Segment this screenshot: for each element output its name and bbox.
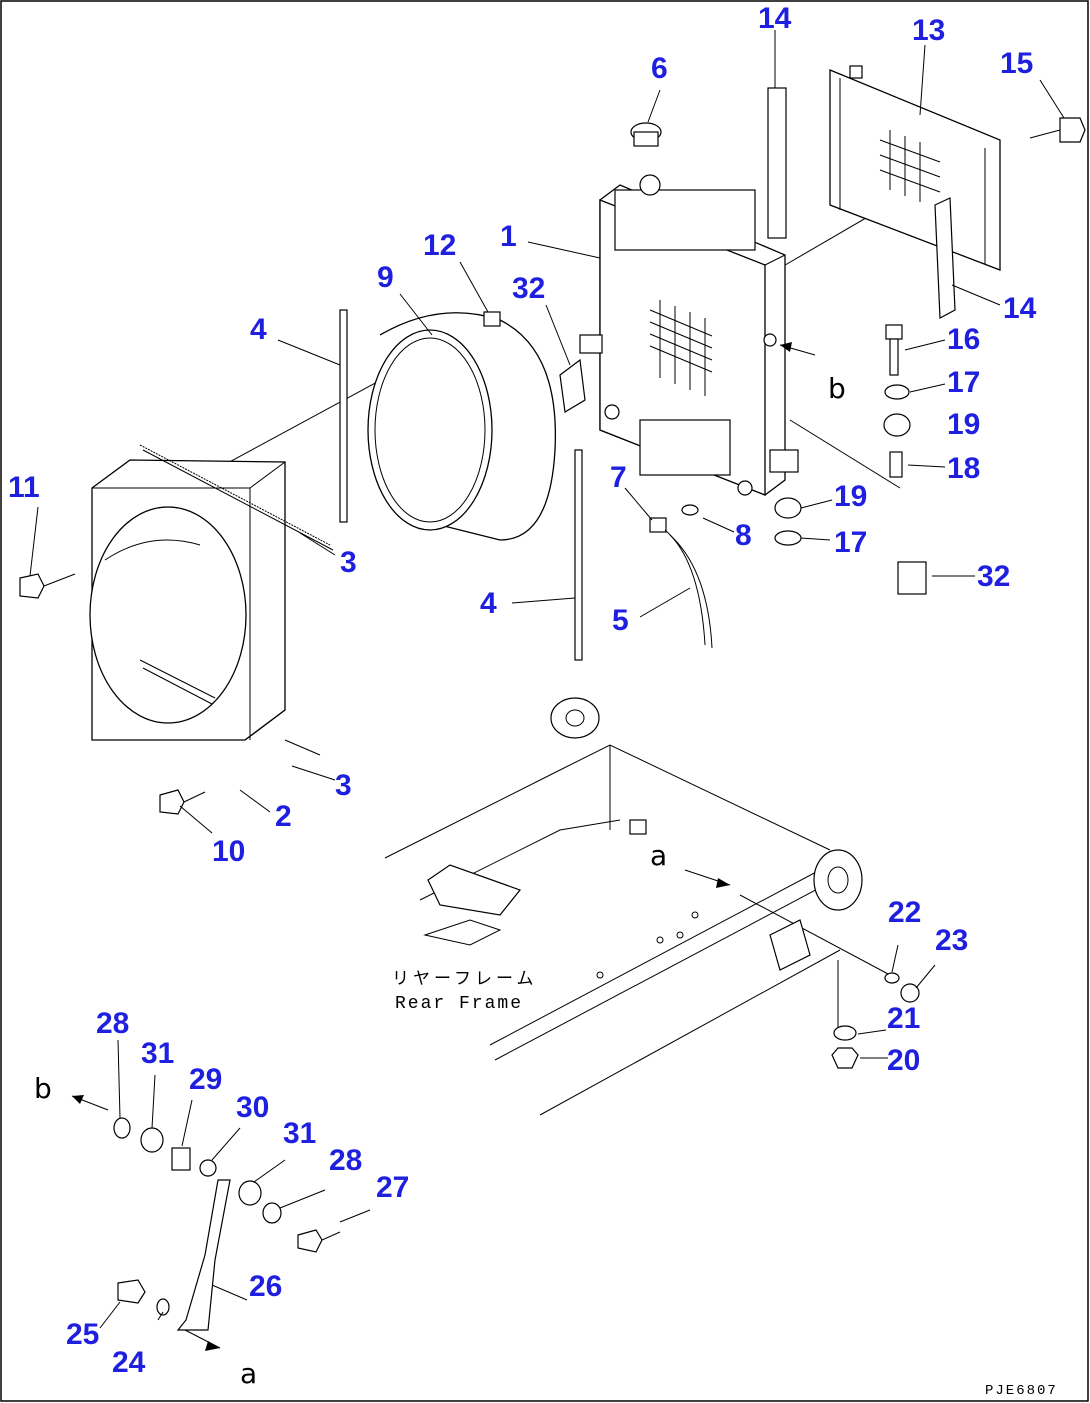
- callout-3: 3: [340, 546, 357, 579]
- radiator: [579, 174, 799, 496]
- radiator-cap: [630, 122, 662, 147]
- callout-3: 3: [335, 769, 352, 802]
- plate-strips: [339, 309, 583, 661]
- callout-29: 29: [189, 1063, 222, 1096]
- callout-5: 5: [612, 604, 629, 637]
- fan-shroud: [89, 459, 286, 741]
- callout-27: 27: [376, 1171, 409, 1204]
- callout-31: 31: [141, 1037, 174, 1070]
- callout-10: 10: [212, 835, 245, 868]
- net-guard: [829, 65, 1001, 271]
- ref-b-bottom: b: [34, 1072, 52, 1105]
- callout-23: 23: [935, 924, 968, 957]
- drain-hose: [649, 504, 713, 649]
- frame-label-en: Rear Frame: [395, 994, 523, 1014]
- callout-32: 32: [512, 272, 545, 305]
- fan-ring: [367, 311, 557, 541]
- callout-24: 24: [112, 1346, 146, 1379]
- leader-lines: [29, 30, 1065, 1329]
- callout-21: 21: [887, 1002, 920, 1035]
- callout-26: 26: [249, 1270, 282, 1303]
- bolts-left: [19, 573, 206, 815]
- callout-15: 15: [1000, 47, 1033, 80]
- callout-4: 4: [480, 587, 497, 620]
- callout-16: 16: [947, 323, 980, 356]
- callout-31: 31: [283, 1117, 316, 1150]
- callout-28: 28: [96, 1007, 129, 1040]
- callout-9: 9: [377, 261, 394, 294]
- ref-b-top: b: [828, 372, 846, 405]
- cover-plates: [767, 87, 956, 319]
- callout-4: 4: [250, 313, 267, 346]
- callout-14: 14: [1003, 292, 1037, 325]
- callout-17: 17: [947, 366, 980, 399]
- ref-a-top: a: [650, 839, 667, 872]
- hardware-right: [559, 117, 1086, 595]
- callout-7: 7: [610, 461, 627, 494]
- drawing-code: PJE6807: [985, 1383, 1058, 1399]
- callout-numbers: 1 2 3 3 4 4 5 6 7 8 9 10 11 12 13 14 14 …: [8, 2, 1037, 1379]
- callout-25: 25: [66, 1318, 99, 1351]
- rear-frame: [384, 697, 863, 1116]
- callout-11: 11: [8, 471, 40, 504]
- callout-17: 17: [834, 526, 867, 559]
- callout-28: 28: [329, 1144, 362, 1177]
- callout-20: 20: [887, 1044, 920, 1077]
- callout-1: 1: [500, 220, 517, 253]
- callout-22: 22: [888, 896, 921, 929]
- stay-assembly: [113, 1117, 341, 1331]
- callout-14: 14: [758, 2, 792, 35]
- callout-19: 19: [834, 480, 867, 513]
- callout-19: 19: [947, 408, 980, 441]
- callout-6: 6: [651, 52, 668, 85]
- ref-a-bottom: a: [240, 1357, 257, 1390]
- hardware-frame-mount: [831, 972, 920, 1069]
- reference-letters: b a b a: [34, 372, 846, 1390]
- callout-12: 12: [423, 229, 456, 262]
- callout-18: 18: [947, 452, 980, 485]
- callout-2: 2: [275, 800, 292, 833]
- frame-label-jp: リヤーフレーム: [392, 969, 537, 989]
- callout-30: 30: [236, 1091, 269, 1124]
- callout-8: 8: [735, 519, 752, 552]
- callout-13: 13: [912, 14, 945, 47]
- ref-arrows: [71, 342, 816, 1351]
- callout-32: 32: [977, 560, 1010, 593]
